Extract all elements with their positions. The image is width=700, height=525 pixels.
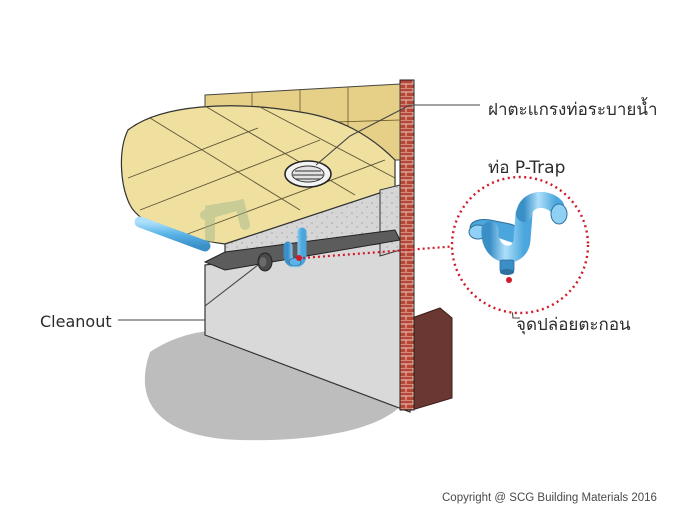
cleanout-label: Cleanout bbox=[40, 312, 112, 331]
p-trap-label: ท่อ P-Trap bbox=[488, 158, 566, 178]
sediment-outlet-label: จุดปล่อยตะกอน bbox=[516, 315, 631, 335]
ground-shadow bbox=[144, 331, 405, 441]
drain-pipe-horizontal bbox=[134, 216, 211, 252]
floor-drain-grate-label: ฝาตะแกรงท่อระบายน้ำ bbox=[488, 100, 658, 120]
cleanout-cap bbox=[257, 252, 273, 272]
brick-wall bbox=[399, 79, 415, 411]
zoom-connector bbox=[302, 244, 459, 260]
sediment-marker-small bbox=[296, 255, 302, 261]
tile-floor bbox=[120, 105, 396, 245]
p-trap-icon bbox=[468, 191, 568, 275]
sediment-marker bbox=[506, 277, 512, 283]
under-slab-p-trap bbox=[283, 227, 307, 268]
hidden-pipe bbox=[200, 198, 250, 243]
base-block bbox=[411, 307, 453, 411]
floor-drain-grate bbox=[284, 160, 332, 188]
copyright-text: Copyright @ SCG Building Materials 2016 bbox=[442, 492, 657, 504]
concrete-slab-right bbox=[379, 184, 401, 257]
